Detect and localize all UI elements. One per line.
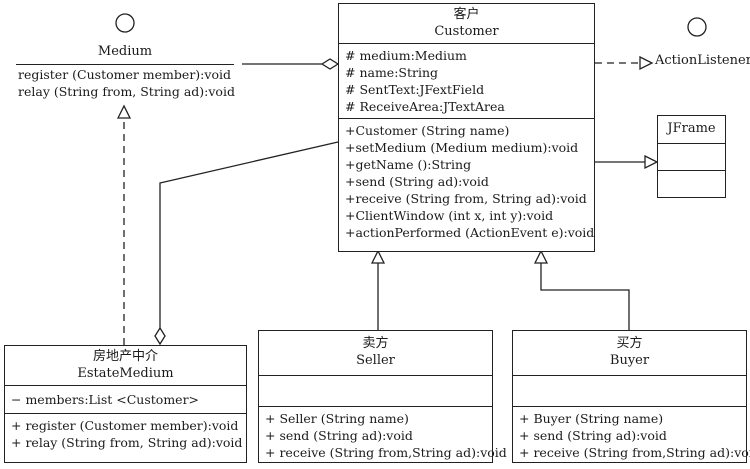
jframe-class: JFrame <box>657 115 726 198</box>
estatemedium-class-header: 房地产中介 EstateMedium <box>5 346 246 386</box>
estatemedium-attributes: − members:List <Customer> <box>5 386 246 414</box>
seller-class-name: Seller <box>356 353 395 368</box>
buyer-operation: + receive (String from,String ad):void <box>519 445 750 460</box>
customer-estatemedium-association <box>159 141 339 328</box>
actionlistener-interface-circle <box>687 17 707 37</box>
buyer-class-name: Buyer <box>609 353 650 368</box>
seller-operations: + Seller (String name) + send (String ad… <box>259 407 507 464</box>
customer-operation: +getName ():String <box>345 157 472 172</box>
jframe-operations <box>658 171 725 197</box>
estatemedium-operation: + register (Customer member):void <box>11 418 239 433</box>
customer-attributes: # medium:Medium # name:String # SentText… <box>339 44 594 119</box>
medium-interface-name: Medium <box>97 44 153 59</box>
jframe-arrowhead <box>644 154 659 170</box>
buyer-arrowhead <box>533 249 549 264</box>
buyer-class: 买方 Buyer + Buyer (String name) + send (S… <box>512 330 750 464</box>
customer-class-header: 客户 Customer <box>339 4 594 44</box>
buyer-attributes <box>513 376 746 407</box>
seller-class-name-cn: 卖方 <box>362 336 389 351</box>
customer-operation: +receive (String from, String ad):void <box>345 191 587 206</box>
estatemedium-class-name-cn: 房地产中介 <box>92 349 158 364</box>
seller-class-header: 卖方 Seller <box>259 331 492 376</box>
buyer-operations: + Buyer (String name) + send (String ad)… <box>513 407 750 464</box>
customer-aggregation-diamond <box>320 58 340 70</box>
seller-operation: + send (String ad):void <box>265 428 413 443</box>
customer-operations: +Customer (String name) +setMedium (Medi… <box>339 119 594 244</box>
estatemedium-operation: + relay (String from, String ad):void <box>11 435 243 450</box>
buyer-class-name-cn: 买方 <box>616 336 643 351</box>
medium-operation-relay: relay (String from, String ad):void <box>18 84 235 99</box>
estatemedium-class: 房地产中介 EstateMedium − members:List <Custo… <box>4 345 247 463</box>
estatemedium-operations: + register (Customer member):void + rela… <box>5 414 246 454</box>
customer-attribute: # ReceiveArea:JTextArea <box>345 99 505 114</box>
customer-operation: +ClientWindow (int x, int y):void <box>345 208 554 223</box>
estatemedium-class-name: EstateMedium <box>77 366 174 381</box>
seller-class: 卖方 Seller + Seller (String name) + send … <box>258 330 507 464</box>
customer-attribute: # name:String <box>345 65 439 80</box>
seller-operation: + Seller (String name) <box>265 411 409 426</box>
customer-attribute: # medium:Medium <box>345 48 467 63</box>
buyer-operation: + Buyer (String name) <box>519 411 664 426</box>
medium-interface-divider <box>16 64 234 65</box>
customer-operation: +setMedium (Medium medium):void <box>345 140 579 155</box>
medium-interface-circle <box>115 13 135 33</box>
jframe-attributes <box>658 144 725 171</box>
customer-attribute: # SentText:JFextField <box>345 82 485 97</box>
customer-operation: +actionPerformed (ActionEvent e):void <box>345 225 595 240</box>
customer-class-name-cn: 客户 <box>453 7 480 22</box>
jframe-class-name: JFrame <box>658 116 725 144</box>
customer-class-name: Customer <box>434 24 499 39</box>
seller-operation: + receive (String from,String ad):void <box>265 445 507 460</box>
buyer-customer-generalization <box>540 263 630 330</box>
seller-attributes <box>259 376 492 407</box>
estatemedium-attribute: − members:List <Customer> <box>11 392 200 407</box>
medium-operation-register: register (Customer member):void <box>18 67 231 82</box>
buyer-class-header: 买方 Buyer <box>513 331 746 376</box>
seller-arrowhead <box>370 249 386 264</box>
estatemedium-aggregation-diamond <box>154 326 166 346</box>
buyer-operation: + send (String ad):void <box>519 428 667 443</box>
customer-operation: +Customer (String name) <box>345 123 510 138</box>
actionlistener-interface-name: ActionListener <box>655 53 750 68</box>
customer-operation: +send (String ad):void <box>345 174 489 189</box>
medium-realization-arrowhead <box>116 104 132 119</box>
customer-class: 客户 Customer # medium:Medium # name:Strin… <box>338 3 595 252</box>
actionlistener-arrowhead <box>639 55 654 71</box>
